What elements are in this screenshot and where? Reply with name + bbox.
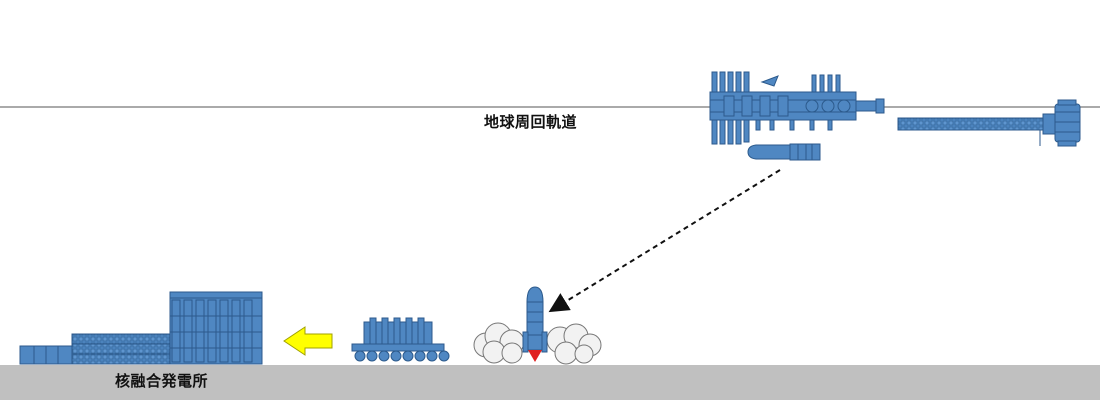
orbit-label: 地球周回軌道 bbox=[484, 113, 578, 131]
rocket-flame bbox=[528, 350, 542, 362]
fusion-power-plant bbox=[19, 291, 263, 365]
orbital-shuttle bbox=[747, 143, 821, 161]
delivery-arrow bbox=[283, 326, 333, 356]
descent-trajectory-arrow bbox=[548, 169, 781, 313]
orbital-station bbox=[709, 71, 885, 145]
landing-rocket bbox=[522, 286, 548, 353]
ground bbox=[0, 365, 1100, 400]
power-plant-label: 核融合発電所 bbox=[115, 372, 209, 390]
transporter-vehicle bbox=[351, 317, 450, 362]
orbital-transport-ship bbox=[897, 99, 1081, 147]
